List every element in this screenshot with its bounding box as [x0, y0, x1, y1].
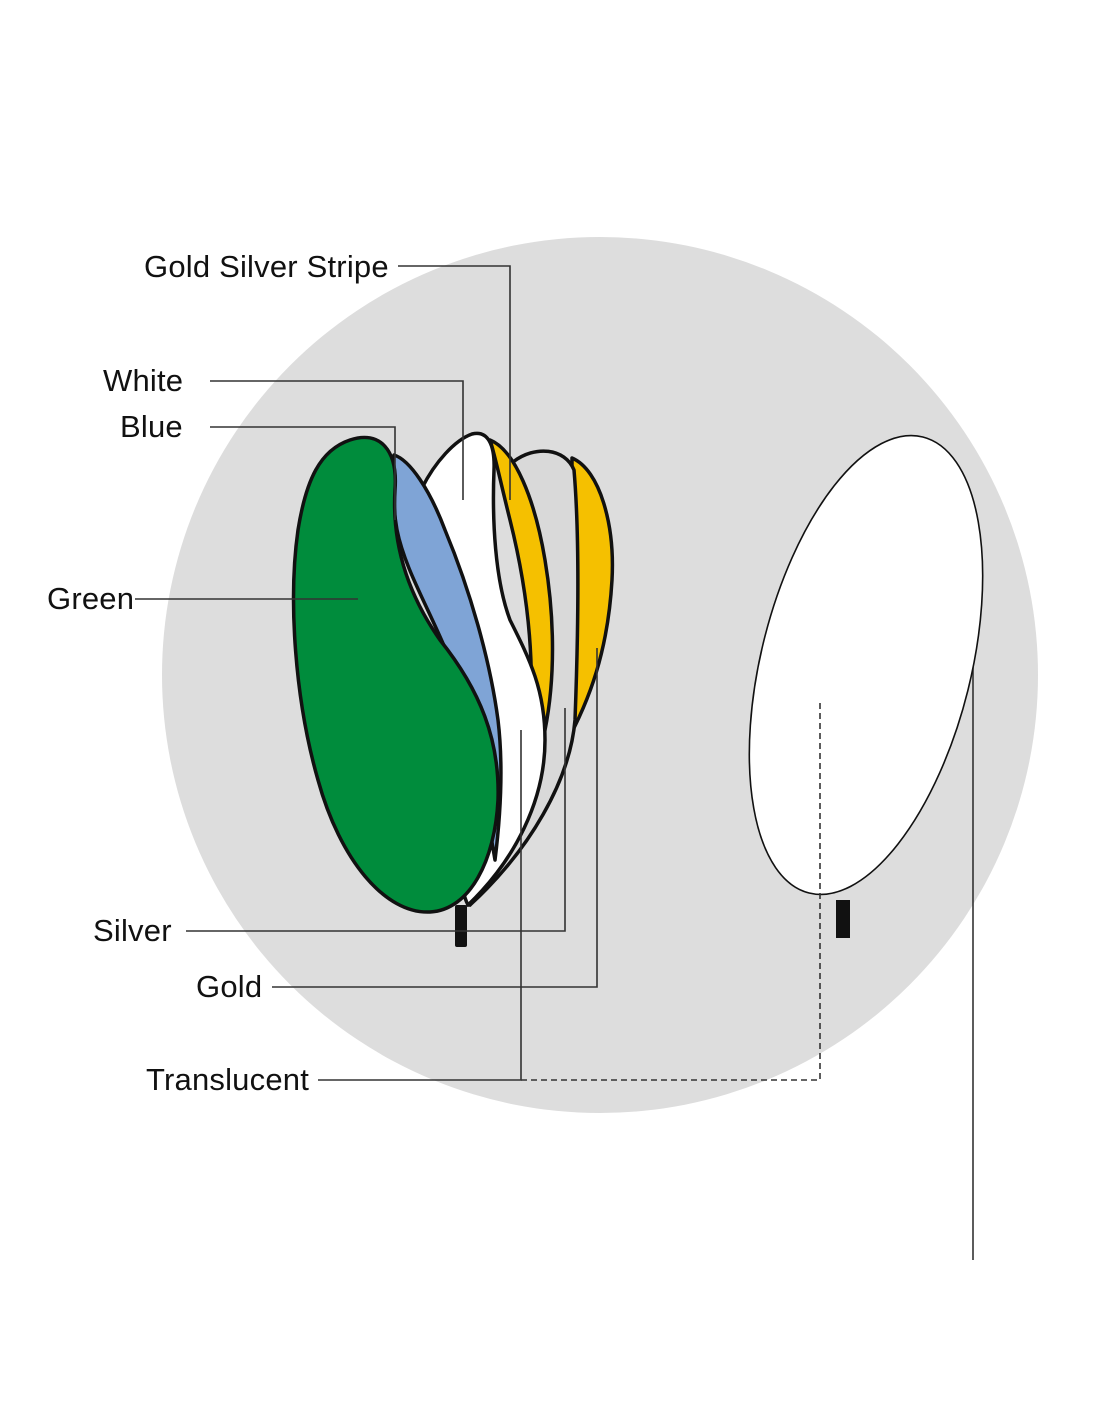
label-blue: Blue [120, 409, 183, 444]
label-translucent: Translucent [146, 1062, 309, 1097]
translucent-handle [836, 900, 850, 938]
label-silver: Silver [93, 913, 172, 948]
label-white: White [103, 363, 183, 398]
label-green: Green [47, 581, 134, 616]
fan-handle [455, 905, 467, 947]
leader-gold-silver-stripe [398, 265, 511, 500]
label-gold: Gold [196, 969, 262, 1004]
leader-translucent-dashed [521, 700, 821, 1081]
leader-gold [272, 648, 598, 988]
leader-white [210, 380, 464, 500]
leader-blue [210, 426, 396, 520]
translucent-disc [748, 434, 984, 896]
green-disc [291, 435, 500, 914]
label-gold-silver-stripe: Gold Silver Stripe [144, 249, 389, 284]
blue-disc [390, 453, 503, 862]
leader-silver [186, 708, 566, 932]
